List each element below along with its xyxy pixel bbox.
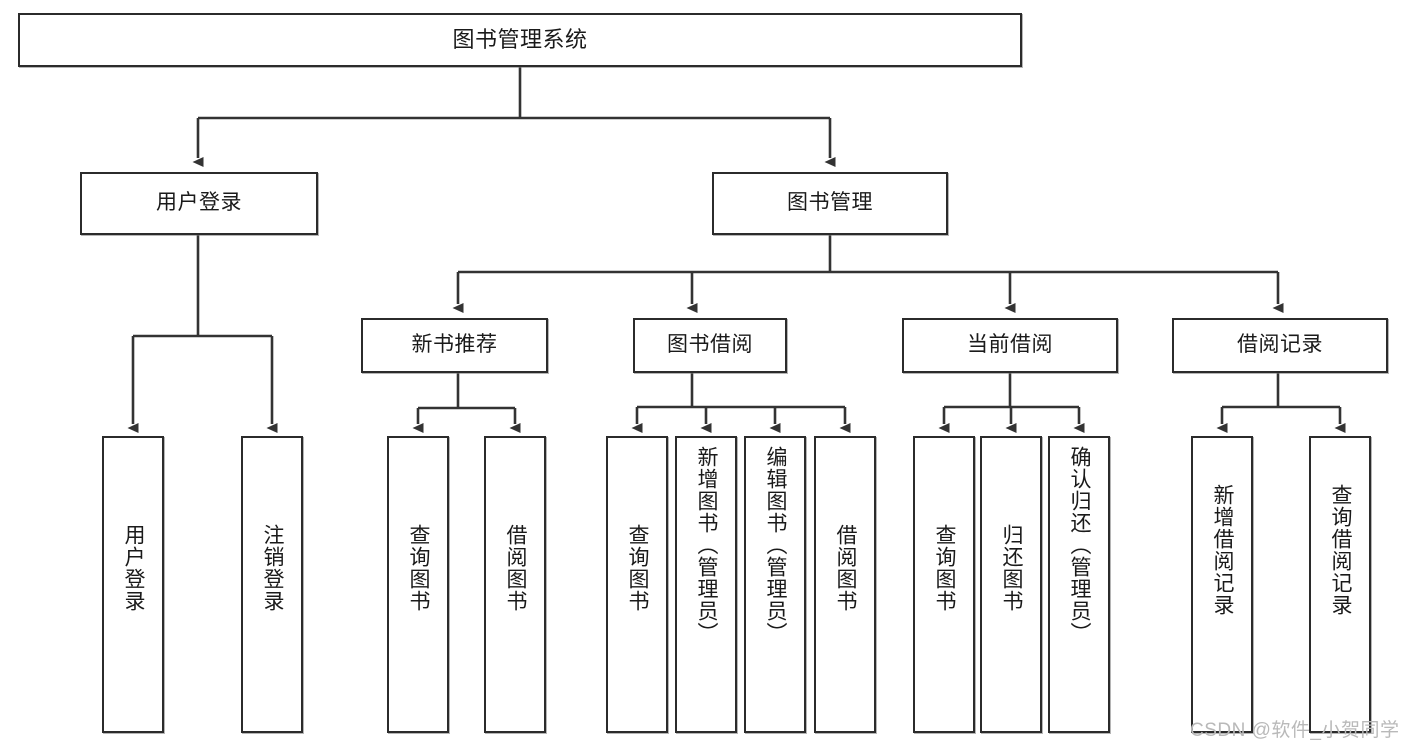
node-new-book-recommend[interactable]: 新书推荐 xyxy=(361,318,548,373)
leaf-user-login[interactable]: 用户登录 xyxy=(102,436,164,733)
node-book-management[interactable]: 图书管理 xyxy=(712,172,948,235)
leaf-borrow-book-recommend[interactable]: 借阅图书 xyxy=(484,436,546,733)
watermark-text: CSDN @软件_小贺同学 xyxy=(1190,720,1400,741)
leaf-query-borrow-record[interactable]: 查询借阅记录 xyxy=(1309,436,1371,733)
node-label: 借阅记录 xyxy=(1237,333,1323,357)
leaf-return-book[interactable]: 归还图书 xyxy=(980,436,1042,733)
node-borrow-record[interactable]: 借阅记录 xyxy=(1172,318,1388,373)
leaf-add-borrow-record[interactable]: 新增借阅记录 xyxy=(1191,436,1253,733)
node-label: 新增图书（管理员） xyxy=(695,446,719,644)
node-label: 图书借阅 xyxy=(667,333,753,357)
node-label: 借阅图书 xyxy=(834,524,858,612)
node-book-borrow[interactable]: 图书借阅 xyxy=(633,318,787,373)
leaf-add-book-admin[interactable]: 新增图书（管理员） xyxy=(675,436,737,733)
leaf-query-book-borrow[interactable]: 查询图书 xyxy=(606,436,668,733)
node-label: 查询图书 xyxy=(626,524,650,612)
node-root-system[interactable]: 图书管理系统 xyxy=(18,13,1022,67)
node-label: 新增借阅记录 xyxy=(1211,484,1235,616)
node-label: 新书推荐 xyxy=(411,333,498,357)
node-label: 借阅图书 xyxy=(504,524,528,612)
leaf-logout-login[interactable]: 注销登录 xyxy=(241,436,303,733)
node-label: 用户登录 xyxy=(156,191,242,215)
leaf-edit-book-admin[interactable]: 编辑图书（管理员） xyxy=(744,436,806,733)
node-label: 编辑图书（管理员） xyxy=(764,446,788,644)
node-label: 查询图书 xyxy=(407,524,431,612)
node-label: 图书管理系统 xyxy=(452,27,588,53)
node-label: 图书管理 xyxy=(787,191,873,215)
node-label: 查询图书 xyxy=(933,524,957,612)
node-current-borrow[interactable]: 当前借阅 xyxy=(902,318,1118,373)
node-label: 注销登录 xyxy=(261,524,285,612)
leaf-borrow-book[interactable]: 借阅图书 xyxy=(814,436,876,733)
node-label: 用户登录 xyxy=(122,524,146,612)
node-label: 当前借阅 xyxy=(967,333,1053,357)
node-label: 确认归还（管理员） xyxy=(1068,446,1092,644)
leaf-query-book-recommend[interactable]: 查询图书 xyxy=(387,436,449,733)
node-label: 归还图书 xyxy=(1000,524,1024,612)
leaf-confirm-return-admin[interactable]: 确认归还（管理员） xyxy=(1048,436,1110,733)
node-label: 查询借阅记录 xyxy=(1329,484,1353,616)
leaf-query-book-current[interactable]: 查询图书 xyxy=(913,436,975,733)
node-user-login[interactable]: 用户登录 xyxy=(80,172,318,235)
